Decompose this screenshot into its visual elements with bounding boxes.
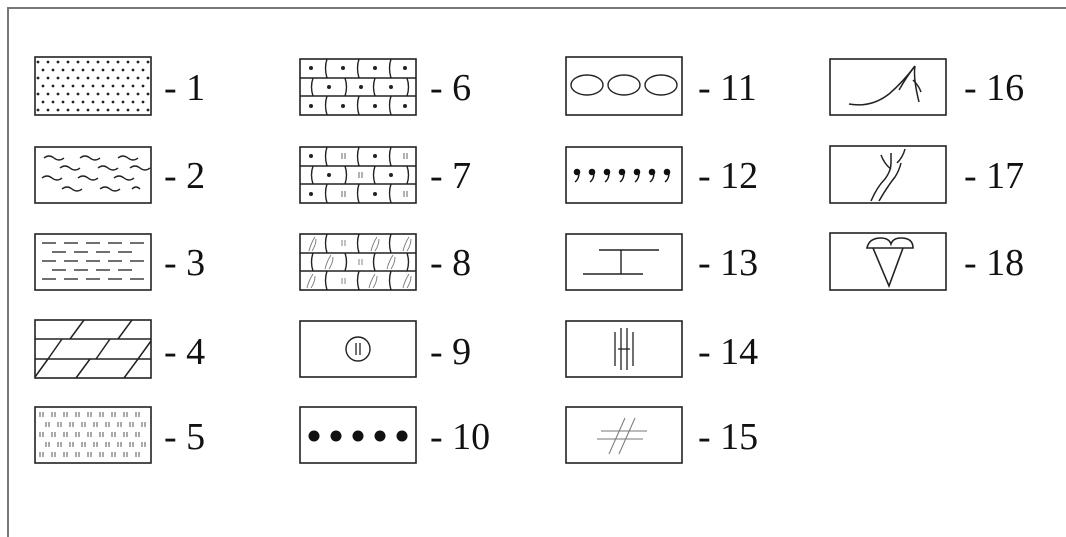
double-ticks-pattern-icon xyxy=(34,406,152,464)
brick-plants-pattern-icon xyxy=(299,233,417,291)
waves-pattern-icon xyxy=(34,146,152,204)
i-beam-icon xyxy=(565,233,683,291)
legend-label-9: - 9 xyxy=(430,333,471,371)
legend-label-18: - 18 xyxy=(964,244,1024,282)
dashes-pattern-icon xyxy=(34,233,152,291)
legend-swatch-17-root xyxy=(829,145,947,204)
legend-swatch-13-i-beam xyxy=(565,233,683,291)
legend-swatch-18-cone-cap xyxy=(829,232,947,291)
large-dots-pattern-icon xyxy=(299,406,417,464)
legend-label-7: - 7 xyxy=(430,157,471,195)
slanted-blocks-pattern-icon xyxy=(34,319,152,379)
hash-icon xyxy=(565,406,683,464)
legend-label-2: - 2 xyxy=(164,157,205,195)
ovals-pattern-icon xyxy=(565,56,683,116)
legend-label-10: - 10 xyxy=(430,418,490,456)
legend-swatch-8-brick-plants xyxy=(299,233,417,291)
legend-label-15: - 15 xyxy=(698,418,758,456)
legend-label-3: - 3 xyxy=(164,244,205,282)
legend-label-12: - 12 xyxy=(698,157,758,195)
commas-pattern-icon xyxy=(565,146,683,204)
legend-label-13: - 13 xyxy=(698,244,758,282)
curved-branch-icon xyxy=(829,58,947,116)
circle-symbol-icon xyxy=(299,320,417,378)
brick-dots-ticks-pattern-icon xyxy=(299,146,417,204)
legend-label-6: - 6 xyxy=(430,69,471,107)
legend-swatch-5-double-ticks xyxy=(34,406,152,464)
dots-pattern-icon xyxy=(34,56,152,116)
legend-label-1: - 1 xyxy=(164,69,205,107)
legend-label-8: - 8 xyxy=(430,244,471,282)
legend-swatch-12-commas xyxy=(565,146,683,204)
legend-swatch-14-vertical-bars xyxy=(565,320,683,378)
legend-swatch-1-dots xyxy=(34,56,152,116)
legend-label-16: - 16 xyxy=(964,69,1024,107)
legend-label-11: - 11 xyxy=(698,69,757,107)
legend-label-17: - 17 xyxy=(964,157,1024,195)
legend-label-14: - 14 xyxy=(698,333,758,371)
legend-swatch-2-waves xyxy=(34,146,152,204)
legend-swatch-7-brick-dots-ticks xyxy=(299,146,417,204)
root-icon xyxy=(829,145,947,204)
legend-swatch-10-large-dots xyxy=(299,406,417,464)
legend-label-4: - 4 xyxy=(164,333,205,371)
legend-swatch-11-ovals xyxy=(565,56,683,116)
legend-swatch-9-circle-symbol xyxy=(299,320,417,378)
brick-dots-pattern-icon xyxy=(299,58,417,116)
vertical-bars-icon xyxy=(565,320,683,378)
legend-swatch-16-curved-branch xyxy=(829,58,947,116)
legend-swatch-4-slanted-blocks xyxy=(34,319,152,379)
cone-cap-icon xyxy=(829,232,947,291)
legend-swatch-3-dashes xyxy=(34,233,152,291)
legend-swatch-6-brick-dots xyxy=(299,58,417,116)
legend-label-5: - 5 xyxy=(164,418,205,456)
legend-swatch-15-hash xyxy=(565,406,683,464)
